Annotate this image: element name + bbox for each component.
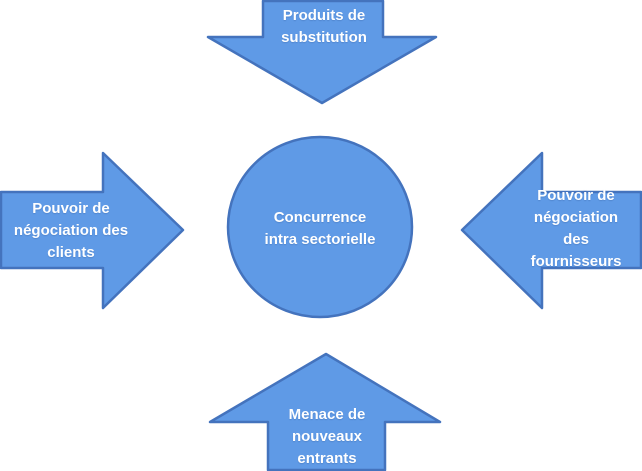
center-circle-shape [226,135,414,319]
fournisseurs-left-arrow-icon [460,151,642,310]
entrants-up-arrow-icon [208,352,442,471]
substitution-down-arrow-icon [206,0,438,105]
clients-right-arrow-icon [0,151,185,310]
